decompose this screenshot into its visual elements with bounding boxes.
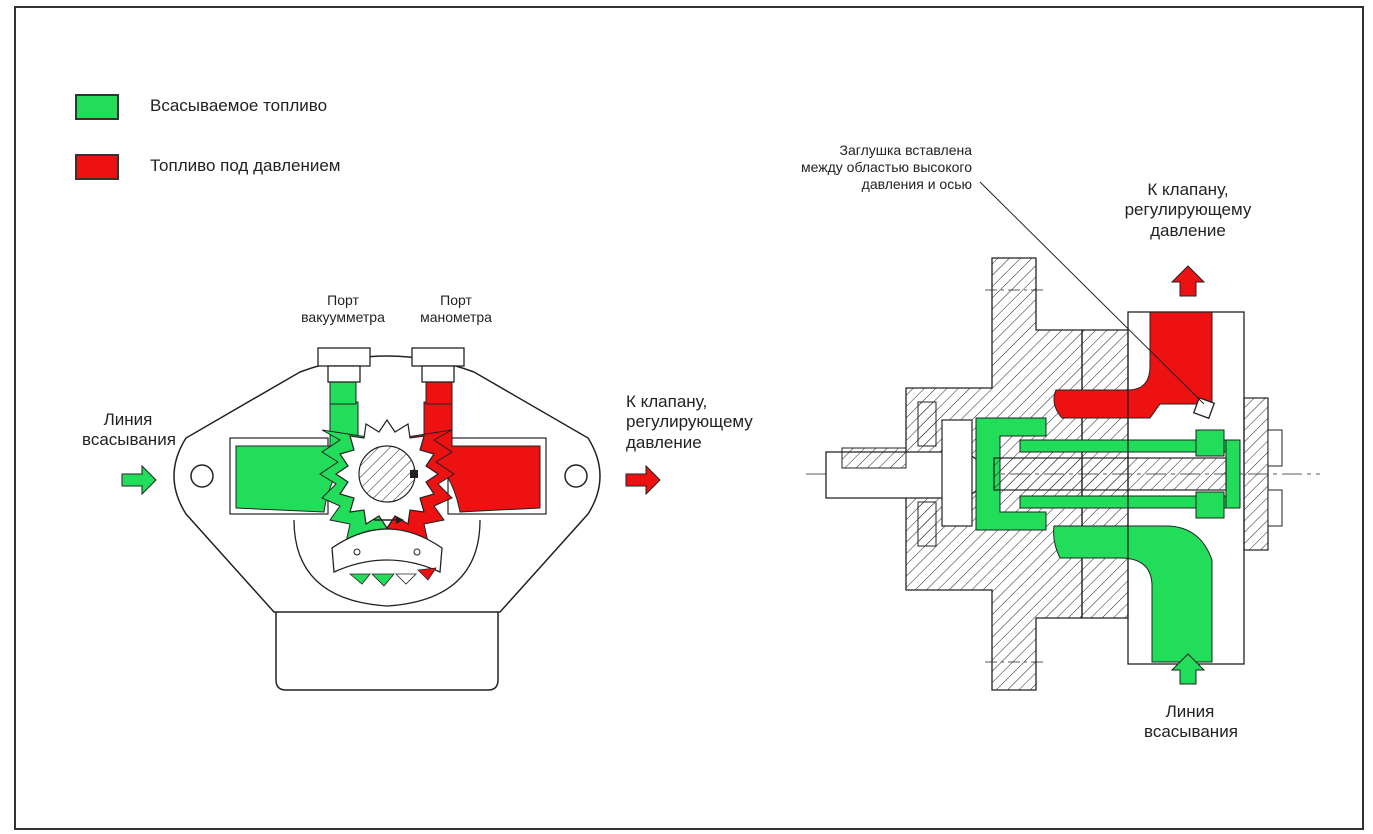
left-suction-arrow	[121, 464, 157, 496]
legend-swatch-pressure	[75, 154, 119, 180]
left-flange-hole	[190, 464, 214, 488]
pressure-passage-side	[1053, 311, 1213, 419]
pressure-plug	[1192, 396, 1216, 420]
front-pump-section	[121, 347, 661, 691]
gauge-port-plug	[411, 347, 465, 383]
pump-base-block	[275, 600, 499, 691]
drive-shaft	[358, 445, 416, 503]
plug-leader-line	[979, 181, 1205, 405]
left-outlet-label: К клапану, регулирующему давление	[626, 392, 753, 452]
pressure-channel	[423, 379, 541, 513]
legend-label-pressure: Топливо под давлением	[150, 156, 341, 175]
side-pump-section	[806, 181, 1320, 691]
legend-label-suction: Всасываемое топливо	[150, 96, 328, 115]
gauge-port-label: Порт манометра	[420, 292, 492, 325]
plug-note-label: Заглушка вставлена между областью высоко…	[800, 142, 972, 192]
left-outlet-arrow	[625, 464, 661, 496]
right-suction-arrow	[1170, 653, 1206, 685]
right-suction-line-label: Линия всасывания	[1144, 702, 1238, 742]
suction-channel	[235, 379, 359, 513]
vacuum-port-plug	[317, 347, 371, 383]
rotor-gear	[334, 418, 440, 530]
left-suction-line-label: Линия всасывания	[82, 410, 176, 450]
right-flange-hole	[564, 464, 588, 488]
vacuum-port-label: Порт вакуумметра	[301, 292, 385, 325]
legend-swatch-suction	[75, 94, 119, 120]
crescent	[331, 528, 443, 573]
right-outlet-label: К клапану, регулирующему давление	[1124, 180, 1252, 240]
right-outlet-arrow	[1170, 265, 1206, 297]
